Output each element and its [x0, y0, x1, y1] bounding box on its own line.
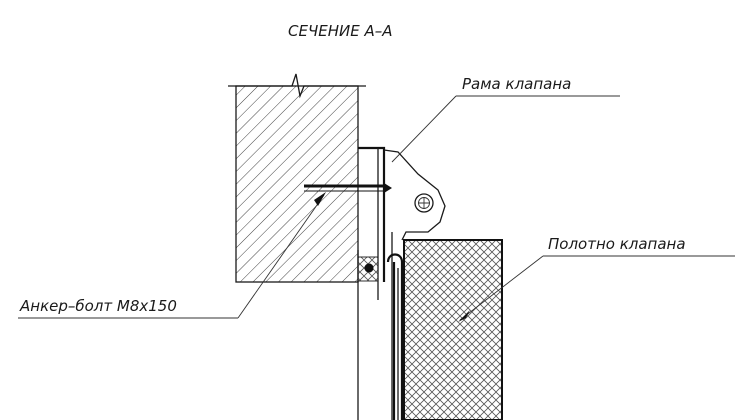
wall	[228, 73, 366, 283]
valve-frame	[357, 146, 446, 420]
label-anchor: Анкер–болт М8х150	[19, 297, 177, 315]
leader-frame	[391, 95, 620, 163]
anchor-bolt	[304, 183, 392, 193]
label-frame: Рама клапана	[462, 75, 571, 93]
leader-anchor	[18, 192, 326, 319]
hinge-screw	[414, 193, 434, 213]
section-title: СЕЧЕНИЕ А–А	[288, 22, 392, 40]
valve-panel	[403, 239, 503, 420]
label-panel: Полотно клапана	[548, 235, 686, 253]
leader-panel	[458, 255, 735, 322]
